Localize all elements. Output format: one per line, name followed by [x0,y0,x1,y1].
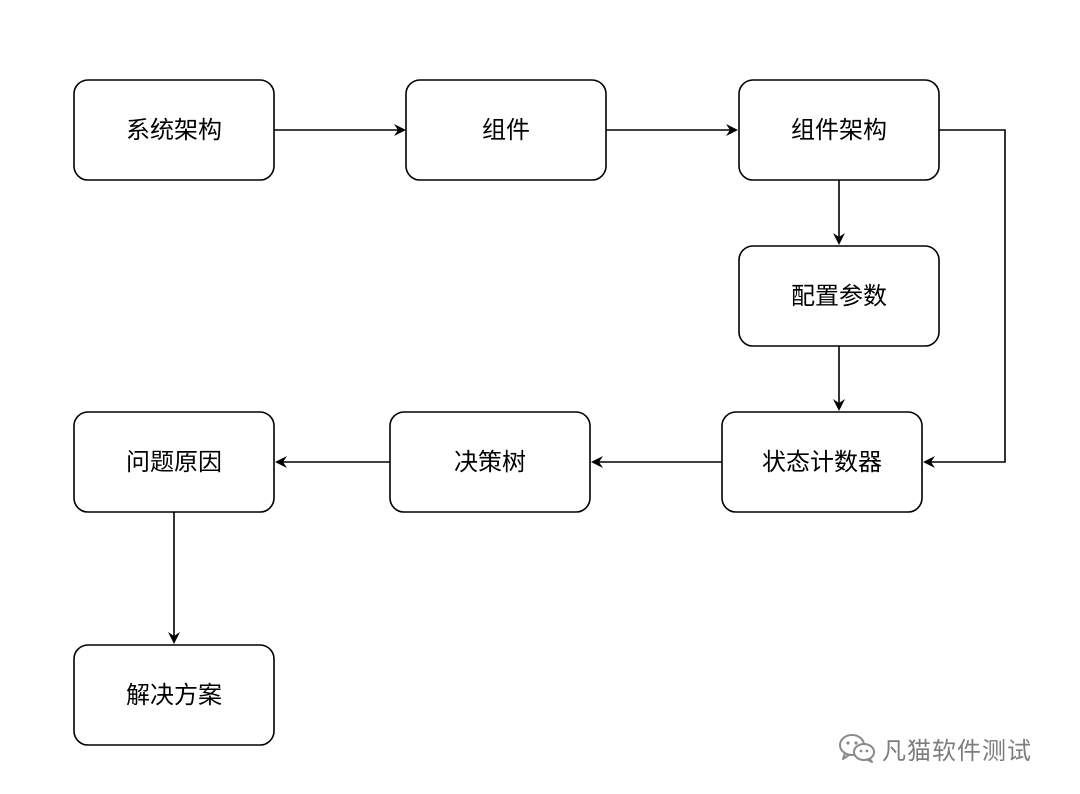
node-label: 决策树 [454,448,526,476]
watermark: 凡猫软件测试 [838,728,1032,768]
wechat-icon [839,734,875,763]
node-系统架构: 系统架构 [73,79,275,181]
node-label: 问题原因 [126,448,222,476]
node-label: 解决方案 [126,681,222,709]
edges [168,124,1006,644]
node-状态计数器: 状态计数器 [721,411,923,513]
watermark-text: 凡猫软件测试 [882,736,1032,765]
node-配置参数: 配置参数 [738,245,940,347]
node-解决方案: 解决方案 [73,644,275,746]
node-决策树: 决策树 [389,411,591,513]
edge-组件架构-to-状态计数器 [923,129,1006,468]
node-组件架构: 组件架构 [738,79,940,181]
node-label: 组件 [482,116,530,144]
node-label: 系统架构 [126,116,222,144]
nodes: 系统架构 组件 组件架构 配置参数 状态计数器 决策树 问题原因 解决方案 [73,79,940,746]
node-label: 状态计数器 [762,448,882,476]
node-label: 配置参数 [791,282,887,310]
node-组件: 组件 [405,79,607,181]
node-label: 组件架构 [791,116,887,144]
node-问题原因: 问题原因 [73,411,275,513]
